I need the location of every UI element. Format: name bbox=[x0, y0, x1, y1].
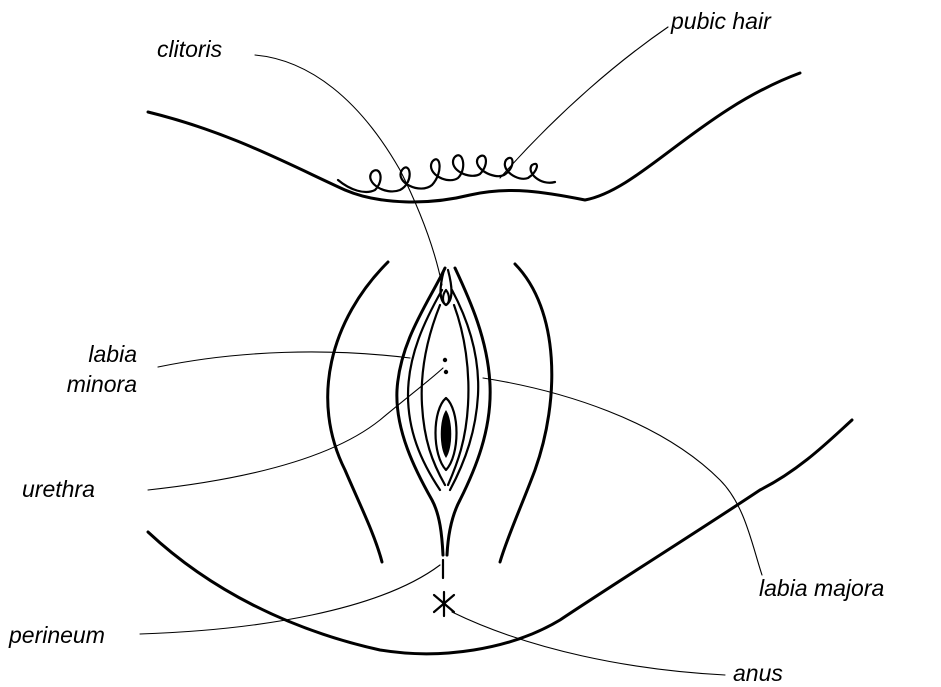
left-thigh-curve bbox=[328, 262, 388, 562]
pubic-hair-label: pubic hair bbox=[670, 8, 772, 34]
labia-majora-label: labia majora bbox=[759, 575, 884, 601]
buttock-contour bbox=[148, 420, 852, 654]
labia-minora-fold-right bbox=[450, 290, 478, 490]
anus-mark bbox=[434, 592, 454, 616]
anus-label: anus bbox=[733, 660, 783, 686]
right-thigh-curve bbox=[500, 264, 552, 562]
clitoris-label: clitoris bbox=[157, 36, 223, 62]
perineum-label: perineum bbox=[8, 622, 105, 648]
labia-minora-label-line1: labia bbox=[88, 341, 137, 367]
labia-minora-fold-left-2 bbox=[422, 305, 445, 485]
urethra-dot-1 bbox=[443, 358, 447, 362]
mons-contour bbox=[148, 73, 800, 202]
perineum-leader bbox=[140, 565, 440, 634]
pubic-hair-curls bbox=[338, 155, 555, 192]
clitoris-glans bbox=[443, 290, 449, 305]
urethra-dot-2 bbox=[444, 370, 448, 374]
pubic-hair-leader bbox=[500, 27, 668, 178]
clitoris-leader bbox=[255, 55, 442, 285]
anus-leader bbox=[452, 612, 725, 675]
labia-minora-label-line2: minora bbox=[67, 371, 137, 397]
labia-minora-leader bbox=[158, 352, 410, 367]
vaginal-opening-inner bbox=[441, 410, 452, 458]
labia-majora-leader bbox=[483, 378, 762, 575]
urethra-label: urethra bbox=[22, 476, 95, 502]
